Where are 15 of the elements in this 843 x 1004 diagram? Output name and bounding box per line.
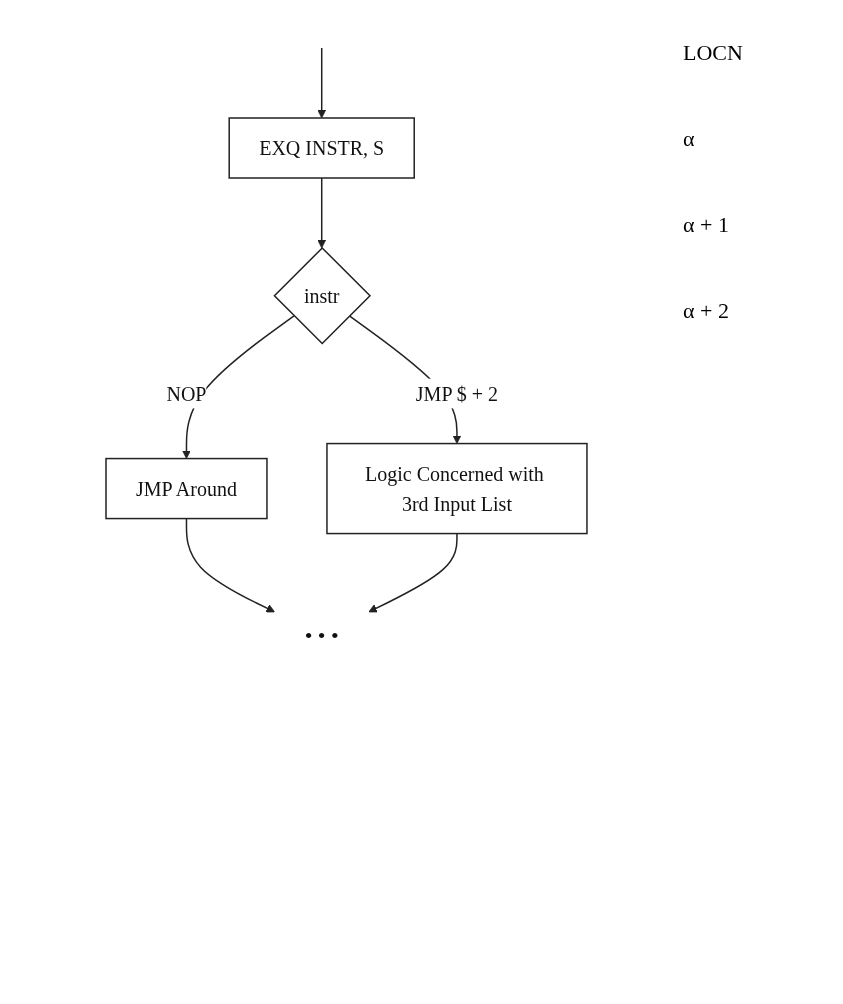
arrow (368, 532, 458, 613)
arrow (185, 517, 276, 613)
node-box: JMP Around (105, 457, 268, 520)
edge-label: NOP (166, 382, 207, 405)
node-diamond: instr (273, 246, 372, 345)
location-label: α + 1 (683, 212, 730, 238)
node-text: • • • (304, 622, 339, 648)
edge-label: JMP $ + 2 (415, 382, 499, 405)
location-label: α (683, 126, 696, 152)
location-label: α + 2 (683, 298, 730, 324)
node-box: Logic Concerned with 3rd Input List (326, 442, 588, 535)
node-box: EXQ INSTR, S (228, 117, 415, 179)
arrow (317, 177, 327, 249)
arrow (317, 47, 327, 119)
location-label: LOCN (683, 40, 744, 66)
